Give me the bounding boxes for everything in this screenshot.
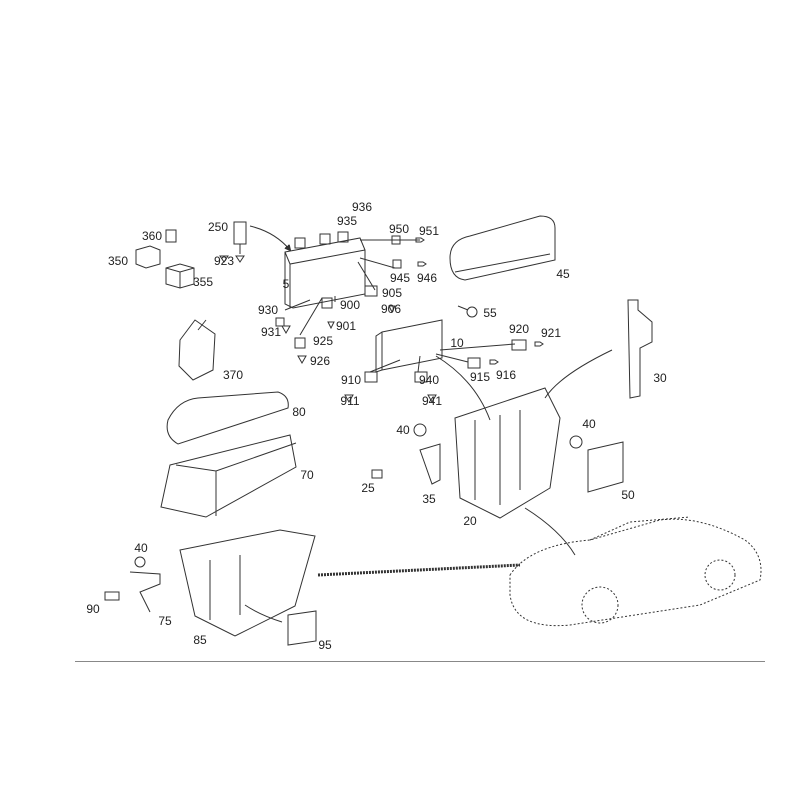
callout-label: 250 [207,220,229,234]
vehicle-outline [509,516,762,627]
callout-label: 925 [312,334,334,348]
clip-25 [371,469,383,479]
callout-label: 900 [339,298,361,312]
housing-85 [179,529,316,637]
arrow [524,507,576,556]
callout-label: 40 [582,417,596,431]
cover-45 [449,215,556,281]
arrow-to-car [317,563,521,577]
callout-label: 926 [309,354,331,368]
callout-label: 50 [621,488,635,502]
bracket-50 [587,441,624,493]
callout-label: 911 [340,394,360,408]
fuse-250 [233,221,247,263]
callout-label: 30 [653,371,667,385]
arrow [544,349,613,399]
callout-label: 75 [158,614,172,628]
callout-label: 901 [335,319,357,333]
callout-label: 370 [222,368,244,382]
callout-label: 10 [450,336,464,350]
screw-55 [457,305,478,318]
arrow [244,604,283,623]
callout-label: 950 [388,222,410,236]
fuse-box-5 [284,231,366,309]
nut-40b [569,435,583,449]
callout-label: 360 [141,229,163,243]
bracket-30 [627,299,653,399]
callout-label: 25 [361,481,375,495]
nut-40c [134,556,146,568]
clip-90 [104,591,120,601]
callout-label: 936 [351,200,373,214]
relay-350 [135,245,161,269]
control-module-10 [369,319,516,421]
callout-label: 20 [463,514,477,528]
callout-label: 40 [396,423,410,437]
nut-40a [413,423,427,437]
callout-label: 920 [508,322,530,336]
callout-label: 910 [340,373,362,387]
relay-360 [165,229,177,243]
callout-label: 355 [192,275,214,289]
callout-label: 916 [495,368,517,382]
callout-label: 55 [483,306,497,320]
callout-label: 45 [556,267,570,281]
callout-label: 946 [416,271,438,285]
callout-label: 921 [540,326,562,340]
relay-355 [165,263,195,289]
bracket-75 [129,571,161,613]
callout-label: 941 [421,394,443,408]
divider-line [75,661,765,662]
box-70 [160,434,297,518]
housing-20 [454,387,561,519]
callout-label: 951 [418,224,440,238]
bracket-370 [178,319,216,381]
bracket-35 [419,443,441,485]
callout-label: 940 [418,373,440,387]
callout-label: 40 [134,541,148,555]
callout-label: 350 [107,254,129,268]
callout-label: 915 [469,370,491,384]
callout-label: 945 [389,271,411,285]
callout-label: 905 [381,286,403,300]
callout-label: 80 [292,405,306,419]
callout-label: 5 [282,277,290,291]
callout-label: 930 [257,303,279,317]
callout-label: 90 [86,602,100,616]
arrow [249,225,290,250]
callout-label: 931 [260,325,282,339]
callout-label: 923 [213,254,235,268]
callout-label: 906 [380,302,402,316]
block-95 [287,610,317,646]
callout-label: 95 [318,638,332,652]
cover-80 [166,391,289,445]
callout-label: 85 [193,633,207,647]
callout-label: 35 [422,492,436,506]
callout-label: 935 [336,214,358,228]
connectors [219,235,544,404]
callout-label: 70 [300,468,314,482]
leader-lines [284,239,420,336]
